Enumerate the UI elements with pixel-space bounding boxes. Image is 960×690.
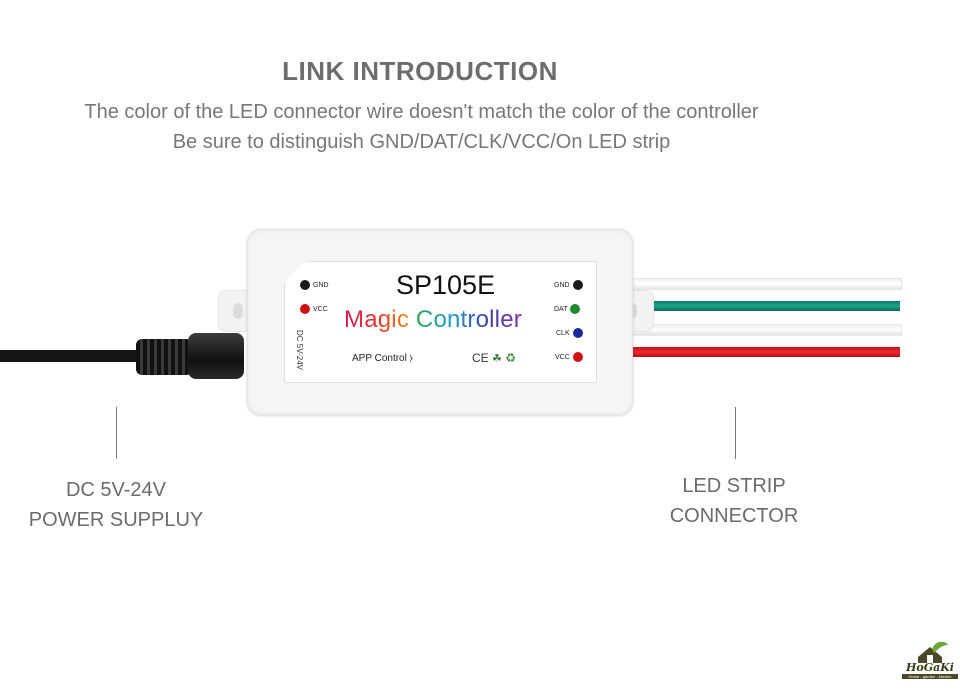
power-pointer-line — [116, 407, 117, 459]
page-title: LINK INTRODUCTION — [282, 56, 558, 86]
power-caption-line-2: POWER SUPPLUY — [28, 509, 204, 531]
intro-line-2: Be sure to distinguish GND/DAT/CLK/VCC/O… — [172, 131, 671, 153]
pin-label: GND — [554, 281, 570, 289]
right-pin-gnd: GND — [554, 280, 583, 290]
pin-dot — [300, 280, 310, 290]
right-pin-dat: DAT — [554, 304, 581, 314]
strip-pointer-line — [735, 407, 736, 459]
left-pin-vcc: VCC — [300, 304, 328, 314]
pin-dot — [572, 328, 583, 338]
dc-plug — [188, 333, 244, 379]
right-pin-vcc: VCC — [555, 352, 583, 362]
pin-dot — [572, 352, 583, 362]
wire-red — [628, 347, 900, 357]
app-control-label: APP Control ⧽ — [352, 353, 413, 364]
wire-white — [628, 278, 902, 290]
wire-green — [628, 301, 900, 311]
left-pin-gnd: GND — [300, 280, 329, 290]
wire-white-2 — [628, 324, 902, 336]
house-leaf-icon — [918, 641, 948, 663]
cable-strain-relief — [136, 339, 192, 375]
pin-dot — [570, 304, 581, 314]
intro-line-1: The color of the LED connector wire does… — [84, 101, 759, 123]
pin-dot — [572, 280, 583, 290]
pin-label: VCC — [555, 353, 570, 361]
model-name: SP105E — [396, 270, 496, 300]
logo-tagline: Home - garden - kitchen — [902, 674, 958, 679]
app-control-text: APP Control — [352, 353, 407, 364]
recycle-icon: ♻ — [505, 351, 516, 365]
wireless-icon: ⧽ — [409, 353, 414, 364]
right-pin-clk: CLK — [556, 328, 583, 338]
strip-caption-line-2: CONNECTOR — [669, 505, 799, 527]
pin-label: DAT — [554, 305, 568, 313]
dc-voltage-print: DC 5V-24V — [295, 330, 304, 371]
pin-label: CLK — [556, 329, 570, 337]
rohs-icon: ☘ — [492, 353, 502, 365]
certification-marks: CE ☘ ♻ — [472, 351, 516, 365]
pin-label: GND — [313, 281, 329, 289]
pin-dot — [300, 304, 310, 314]
led-strip-caption: LED STRIP CONNECTOR — [634, 471, 834, 531]
brand-word-1: Magic — [344, 306, 410, 333]
power-supply-caption: DC 5V-24V POWER SUPPLUY — [0, 475, 232, 535]
strip-caption-line-1: LED STRIP — [682, 475, 786, 497]
controller-label — [284, 261, 597, 383]
ce-mark: CE — [472, 351, 489, 365]
power-caption-line-1: DC 5V-24V — [65, 479, 167, 501]
logo-text: HoGaKi — [906, 661, 954, 674]
brand-word-2: Controller — [415, 306, 522, 333]
pin-label: VCC — [313, 305, 328, 313]
power-cord — [0, 350, 150, 362]
hogaki-logo: HoGaKi Home - garden - kitchen — [902, 637, 958, 681]
brand-name: Magic Controller — [344, 306, 522, 334]
